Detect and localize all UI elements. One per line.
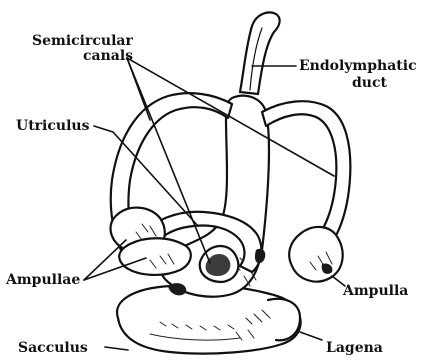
label-endolymphatic-duct-1: Endolymphatic xyxy=(299,58,417,74)
label-utriculus: Utriculus xyxy=(16,118,90,134)
label-sacculus: Sacculus xyxy=(18,340,88,356)
label-semicircular-canals-2: canals xyxy=(83,48,133,64)
ampulla-right xyxy=(289,227,342,282)
label-ampullae: Ampullae xyxy=(5,272,80,288)
label-ampulla: Ampulla xyxy=(342,283,408,299)
label-endolymphatic-duct-2: duct xyxy=(352,75,387,91)
endolymphatic-duct xyxy=(240,13,280,95)
shade-utricle xyxy=(255,249,265,263)
label-lagena: Lagena xyxy=(326,340,383,356)
label-semicircular-canals-1: Semicircular xyxy=(32,33,133,49)
